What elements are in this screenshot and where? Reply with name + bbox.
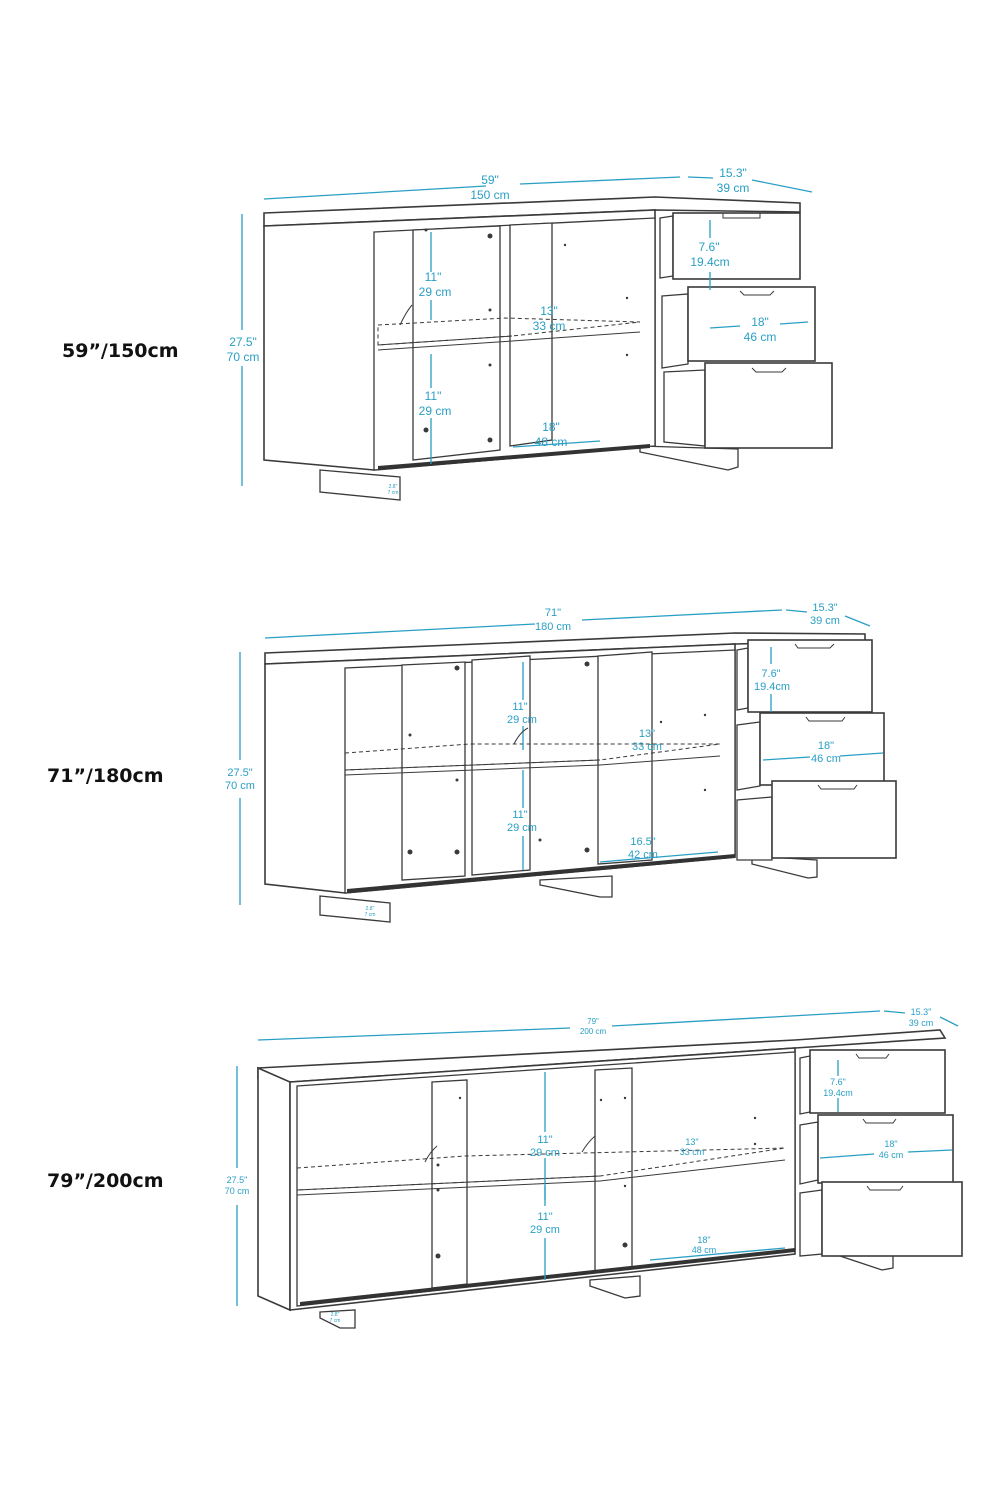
shelf-depth-in: 13" [685,1137,698,1147]
depth-cm: 39 cm [717,181,750,195]
cabinet-width-cm: 42 cm [628,849,658,861]
drawer-height-cm: 19.4cm [823,1088,853,1098]
shelf-lower-in: 11" [425,389,442,403]
drawer-height-cm: 19.4cm [754,681,790,693]
cabinet-width-in: 18" [697,1235,710,1245]
drawer-width-cm: 46 cm [744,330,777,344]
drawer-bottom [799,1181,963,1257]
shelf-depth-cm: 33 cm [632,741,662,753]
size-label: 59”/150cm [62,340,179,362]
width-in: 59" [481,173,499,187]
drawer-middle [799,1114,954,1185]
leg-height-in: 2.8" [389,484,398,490]
shelf-lower-cm: 29 cm [530,1224,560,1236]
width-cm: 180 cm [535,621,571,633]
shelf-upper-cm: 29 cm [419,285,452,299]
depth-in: 15.3" [812,602,837,614]
size-label: 71”/180cm [47,765,164,787]
variant-71in: 71”/180cm [47,602,897,923]
drawer-top [736,639,873,713]
shelf-depth-cm: 33 cm [533,319,566,333]
shelf-upper-cm: 29 cm [507,714,537,726]
height-cm: 70 cm [225,780,255,792]
shelf-lower-in: 11" [512,809,527,821]
drawer-height-in: 7.6" [830,1077,846,1087]
leg-height-cm: 7 cm [388,490,399,496]
drawer-width-cm: 46 cm [811,753,841,765]
drawer-bottom [663,362,833,449]
leg-height-in: 2.8" [331,1312,340,1318]
leg-height-cm: 7 cm [365,912,376,918]
height-in: 27.5" [227,1175,248,1185]
shelf-upper-in: 11" [512,701,527,713]
sideboard-drawing: 59" 150 cm 15.3" 39 cm 27.5" 70 cm 11" 2… [227,166,833,501]
drawer-bottom [736,780,897,861]
shelf-depth-in: 13" [639,728,655,740]
shelf-upper-in: 11" [425,270,442,284]
drawer-height-in: 7.6" [699,240,720,254]
leg-height-in: 2.8" [366,906,375,912]
drawer-top [799,1049,946,1115]
height-cm: 70 cm [225,1186,250,1196]
cabinet-width-in: 16.5" [630,836,655,848]
drawer-top [659,212,801,280]
shelf-upper-in: 11" [537,1134,552,1146]
height-in: 27.5" [229,335,257,349]
drawer-width-in: 18" [751,315,769,329]
shelf-depth-cm: 33 cm [680,1147,705,1157]
drawer-width-in: 18" [818,740,834,752]
size-label: 79”/200cm [47,1170,164,1192]
drawer-middle [661,286,816,369]
drawer-width-cm: 46 cm [879,1150,904,1160]
depth-in: 15.3" [911,1007,932,1017]
leg-height-cm: 7 cm [330,1318,341,1324]
shelf-depth-in: 13" [540,304,558,318]
depth-cm: 39 cm [810,615,840,627]
shelf-upper-cm: 29 cm [530,1147,560,1159]
depth-cm: 39 cm [909,1018,934,1028]
drawer-width-in: 18" [884,1139,897,1149]
sideboard-drawing: 71" 180 cm 15.3" 39 cm 27.5" 70 cm 11" 2… [225,602,897,923]
shelf-lower-cm: 29 cm [507,822,537,834]
drawer-height-in: 7.6" [761,668,780,680]
width-in: 79" [587,1017,599,1026]
cabinet-width-in: 18" [542,420,560,434]
shelf-lower-in: 11" [537,1211,552,1223]
height-in: 27.5" [227,767,252,779]
sideboard-drawing: 79" 200 cm 15.3" 39 cm 27.5" 70 cm 11" 2… [225,1007,963,1329]
height-cm: 70 cm [227,350,260,364]
width-cm: 200 cm [580,1027,607,1036]
width-cm: 150 cm [470,188,509,202]
cabinet-width-cm: 48 cm [692,1245,717,1255]
variant-59in: 59”/150cm [0,0,1000,520]
variant-79in: 79”/200cm [47,1007,963,1329]
shelf-lower-cm: 29 cm [419,404,452,418]
depth-in: 15.3" [719,166,747,180]
width-in: 71" [545,607,561,619]
cabinet-width-cm: 48 cm [535,435,568,449]
drawer-height-cm: 19.4cm [690,255,729,269]
